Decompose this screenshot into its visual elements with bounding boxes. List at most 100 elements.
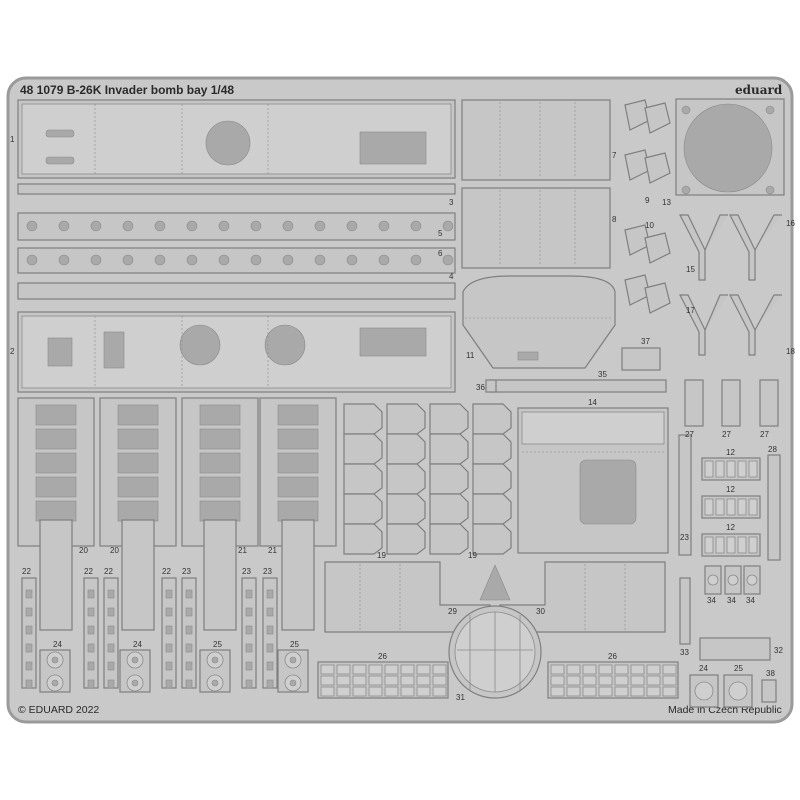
etched-tab <box>87 607 95 617</box>
part-19-grid <box>343 403 512 555</box>
etched-cell <box>117 452 159 474</box>
etched-tab <box>165 661 173 671</box>
etched-tab <box>185 607 193 617</box>
rivet-hole <box>442 220 454 232</box>
part-label-25-a: 25 <box>213 640 222 649</box>
part-26-cell <box>550 675 565 686</box>
part-label-9: 9 <box>645 196 650 205</box>
etched-tab <box>245 643 253 653</box>
part-label-19-b: 19 <box>468 551 477 560</box>
part-26-cell <box>582 686 597 697</box>
part-12-cell <box>726 536 736 554</box>
part-36 <box>485 379 497 393</box>
etched-cell <box>35 452 77 474</box>
part-19-bracket <box>386 403 426 435</box>
part-label-38: 38 <box>766 669 775 678</box>
part-12-cell <box>737 460 747 478</box>
part-6-strip <box>17 247 456 274</box>
part-37 <box>621 347 661 371</box>
rosette-24-center <box>51 656 59 664</box>
rivet-hole <box>442 254 454 266</box>
part-label-6: 6 <box>438 249 443 258</box>
part-label-12-c: 12 <box>726 523 735 532</box>
part-26-cell <box>400 675 415 686</box>
copyright-text: © EDUARD 2022 <box>18 704 99 716</box>
part-26-cell <box>566 664 581 675</box>
part-label-22-a: 22 <box>22 567 31 576</box>
part-19-bracket <box>472 493 512 525</box>
etched-tab <box>245 607 253 617</box>
part-26-cell <box>416 675 431 686</box>
part-12-cell <box>726 460 736 478</box>
part-26-cell <box>320 686 335 697</box>
part-27 <box>759 379 779 427</box>
etched-tab <box>266 679 274 689</box>
part-2-panel <box>17 311 456 393</box>
part-label-3: 3 <box>449 198 454 207</box>
part-31-round-hatch <box>448 605 542 699</box>
rosette-25-center <box>211 656 219 664</box>
part-26-cell <box>384 675 399 686</box>
part-label-20-b: 20 <box>110 546 119 555</box>
part-12-cell <box>704 460 714 478</box>
etched-tab <box>87 679 95 689</box>
rivet-hole <box>186 220 198 232</box>
part-12-cell <box>748 460 758 478</box>
part-label-29: 29 <box>448 607 457 616</box>
part-19-bracket <box>429 403 469 435</box>
part-12-cell <box>748 536 758 554</box>
part-11-bay <box>462 275 616 369</box>
part-13-plate <box>675 98 785 196</box>
etched-tab <box>165 643 173 653</box>
etched-tab <box>25 625 33 635</box>
part-26-cell <box>320 675 335 686</box>
part-label-21-b: 21 <box>268 546 277 555</box>
etched-tab <box>245 625 253 635</box>
etched-tab <box>107 625 115 635</box>
part-26-cell <box>598 664 613 675</box>
etched-cell <box>277 428 319 450</box>
part-label-26-b: 26 <box>608 652 617 661</box>
part-label-32: 32 <box>774 646 783 655</box>
etched-tab <box>87 589 95 599</box>
alignment-triangle <box>479 564 511 601</box>
rosette-24-center <box>131 656 139 664</box>
part-label-23-d: 23 <box>680 533 689 542</box>
part-label-17: 17 <box>686 306 695 315</box>
part-15-y-brace <box>679 214 728 281</box>
rivet-hole <box>314 254 326 266</box>
etched-tab <box>185 625 193 635</box>
etched-tab <box>107 661 115 671</box>
rivet-hole <box>90 254 102 266</box>
etched-cell <box>35 428 77 450</box>
rivet-hole <box>282 254 294 266</box>
etched-tab <box>165 589 173 599</box>
part-12-cell <box>715 498 725 516</box>
part-10-brackets <box>624 224 671 314</box>
part-label-30: 30 <box>536 607 545 616</box>
part-19-bracket <box>472 433 512 465</box>
rosette-25-center <box>289 679 297 687</box>
part-26-cell <box>336 675 351 686</box>
part-29-panel <box>324 561 491 633</box>
part-label-28: 28 <box>768 445 777 454</box>
etched-tab <box>87 661 95 671</box>
etched-tab <box>245 661 253 671</box>
etched-tab <box>245 679 253 689</box>
part-33 <box>679 577 691 645</box>
etched-tab <box>185 679 193 689</box>
part-3-strip <box>17 183 456 195</box>
etched-tab <box>25 589 33 599</box>
part-19-bracket <box>343 433 383 465</box>
part-28-strip <box>767 454 781 561</box>
part-26-grids <box>317 661 679 699</box>
rivet-hole <box>122 220 134 232</box>
part-22-23-strips <box>21 577 278 689</box>
part-20-21-leg <box>121 519 155 631</box>
part-19-bracket <box>386 433 426 465</box>
part-26-cell <box>614 664 629 675</box>
rivet-hole <box>378 254 390 266</box>
part-26-cell <box>400 686 415 697</box>
part-label-27-b: 27 <box>722 430 731 439</box>
part-26-cell <box>352 664 367 675</box>
